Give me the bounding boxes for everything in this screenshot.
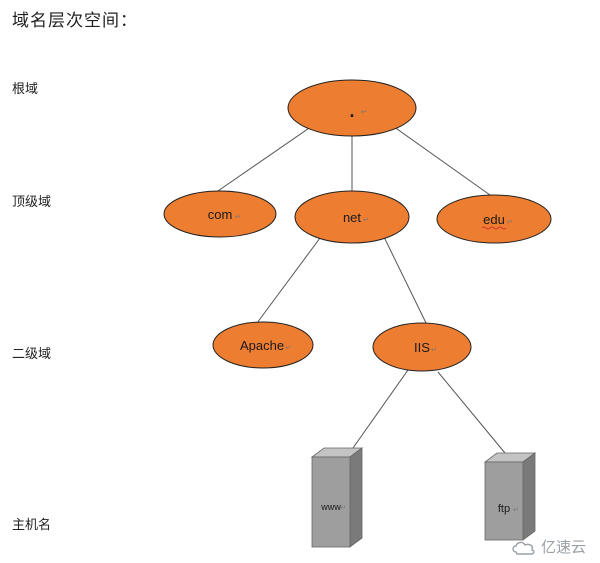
paragraph-mark: ↵: [285, 344, 291, 352]
edge-net-iis: [383, 236, 428, 326]
server-www: www ↵: [310, 447, 364, 548]
tree-edges: [214, 123, 506, 454]
apache-ellipse: [212, 321, 314, 369]
node-edu: edu ↵: [436, 194, 552, 244]
root-label: .: [349, 101, 354, 121]
edu-label: edu: [483, 212, 505, 227]
iis-ellipse: [372, 322, 472, 372]
level-label-second: 二级域: [12, 347, 52, 362]
cloud-logo-icon: [512, 541, 535, 555]
level-label-root: 根域: [12, 82, 39, 97]
edge-root-edu: [389, 123, 491, 196]
spellcheck-underline: [481, 226, 507, 230]
com-ellipse: [163, 190, 277, 238]
server-front: [311, 456, 351, 548]
com-label: com: [208, 207, 233, 222]
node-iis: IIS ↵: [372, 322, 472, 372]
paragraph-mark: ↵: [513, 506, 519, 514]
node-root: . ↵: [287, 79, 417, 137]
node-net: net ↵: [294, 190, 410, 244]
watermark: 亿速云: [511, 536, 586, 557]
node-apache: Apache ↵: [212, 321, 314, 369]
paragraph-mark: ↵: [507, 218, 513, 226]
edu-ellipse: [436, 194, 552, 244]
net-ellipse: [294, 190, 410, 244]
edge-net-apache: [256, 237, 321, 324]
paragraph-mark: ↵: [361, 108, 367, 116]
edge-iis-ftp: [437, 371, 506, 454]
apache-label: Apache: [240, 338, 284, 353]
watermark-text: 亿速云: [540, 538, 586, 556]
level-label-host: 主机名: [12, 518, 52, 533]
server-side: [522, 452, 536, 541]
iis-label: IIS: [414, 340, 430, 355]
paragraph-mark: ↵: [235, 213, 241, 221]
page-title: 域名层次空间：: [12, 11, 138, 31]
edge-iis-www: [352, 369, 409, 449]
node-com: com ↵: [163, 190, 277, 238]
server-ftp: ftp ↵: [483, 452, 537, 541]
root-ellipse: [287, 79, 417, 137]
ftp-label: ftp: [498, 503, 510, 515]
paragraph-mark: ↵: [340, 504, 346, 512]
level-label-top: 顶级域: [12, 195, 52, 210]
www-label: www: [320, 502, 341, 512]
paragraph-mark: ↵: [363, 216, 369, 224]
server-side: [349, 447, 363, 548]
net-label: net: [343, 210, 361, 225]
edge-root-com: [214, 123, 316, 194]
server-front: [484, 461, 524, 541]
paragraph-mark: ↵: [431, 346, 437, 354]
